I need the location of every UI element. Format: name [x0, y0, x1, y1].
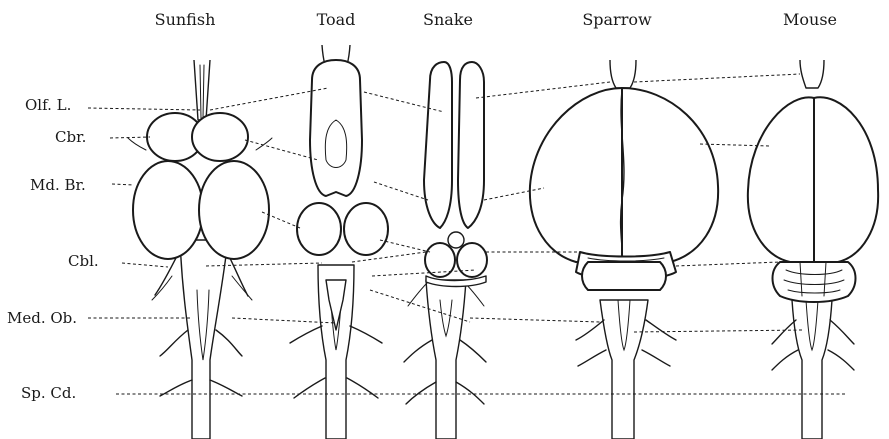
- part-label-medulla-oblongata: Med. Ob.: [7, 309, 77, 327]
- brain-sparrow: [530, 60, 718, 439]
- part-label-cerebellum: Cbl.: [68, 252, 99, 270]
- animal-label-snake: Snake: [423, 10, 473, 29]
- part-label-olfactory-lobe: Olf. L.: [25, 96, 71, 114]
- part-label-midbrain: Md. Br.: [30, 176, 86, 194]
- animal-label-mouse: Mouse: [783, 10, 837, 29]
- part-label-spinal-cord: Sp. Cd.: [21, 384, 76, 402]
- brain-mouse: [748, 60, 878, 439]
- part-label-cerebrum: Cbr.: [55, 128, 86, 146]
- animal-label-toad: Toad: [317, 10, 356, 29]
- brain-snake: [404, 62, 487, 439]
- brain-sunfish: [128, 60, 272, 439]
- animal-label-sparrow: Sparrow: [582, 10, 652, 29]
- brain-toad: [290, 45, 388, 439]
- animal-label-sunfish: Sunfish: [155, 10, 216, 29]
